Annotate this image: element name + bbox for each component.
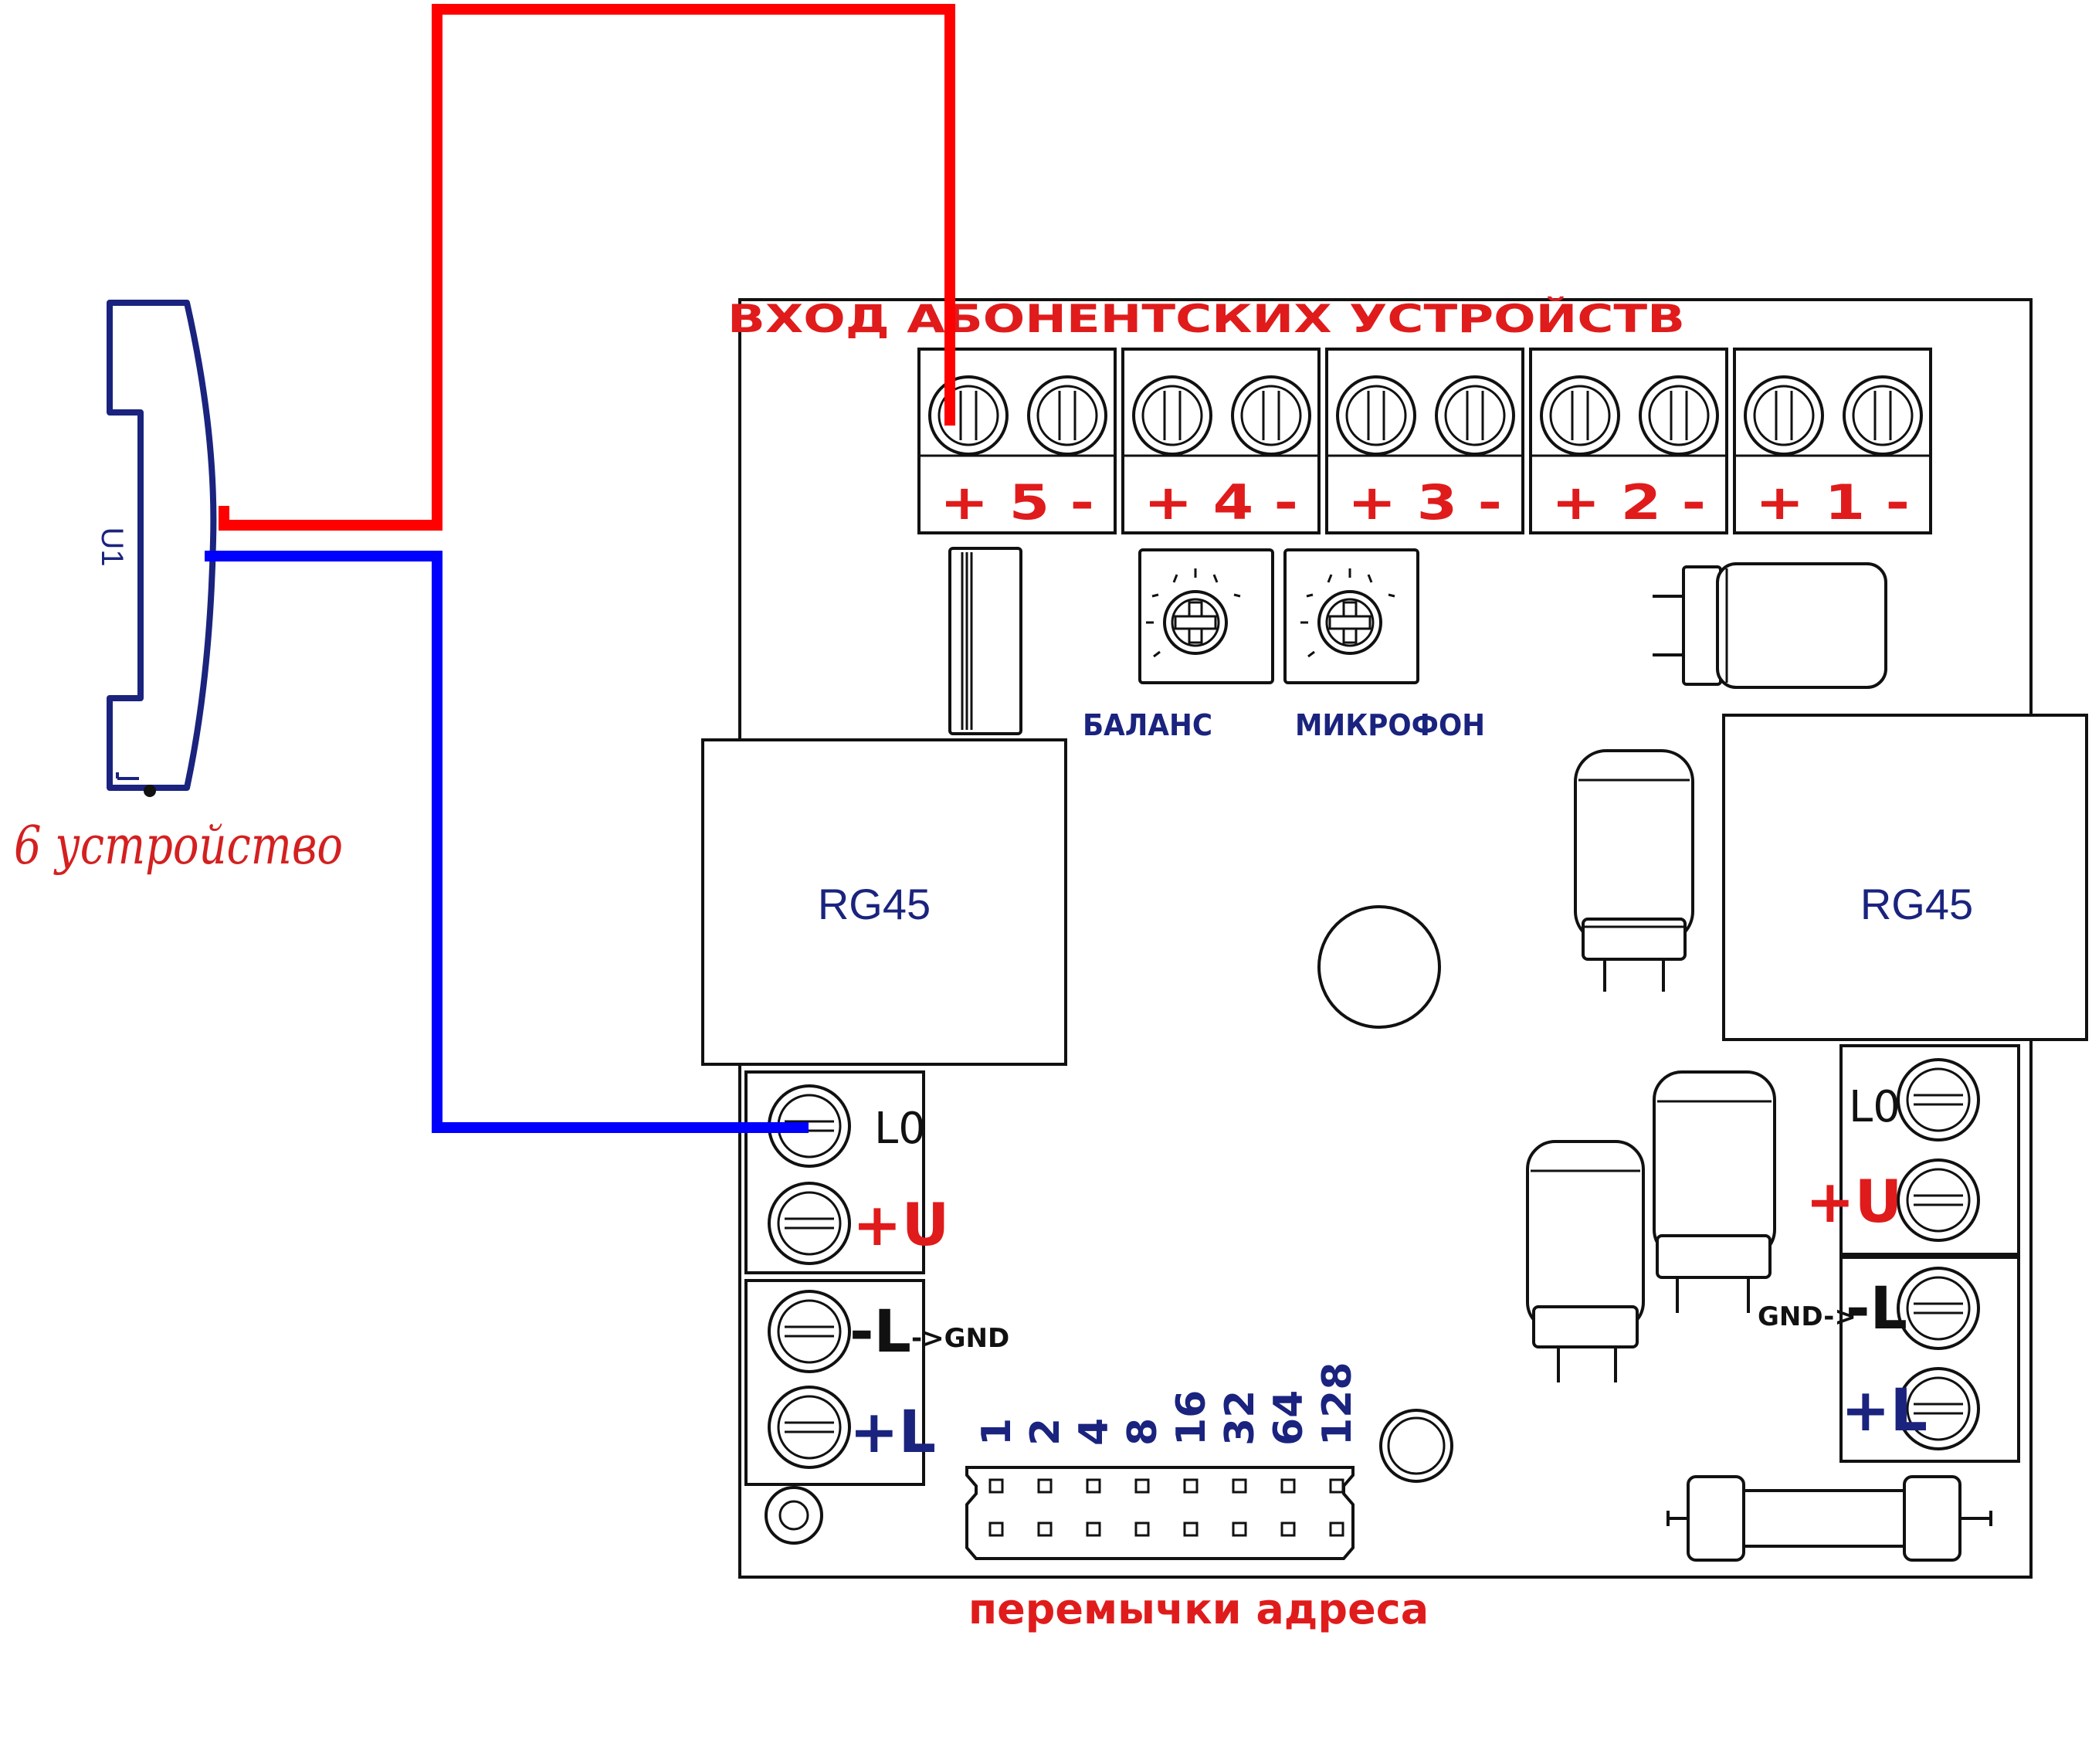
jumper-pin[interactable] (988, 1478, 1004, 1494)
screw-terminal-icon (1897, 1267, 1980, 1350)
jumper-pin[interactable] (1037, 1521, 1053, 1537)
device-pin-dot (144, 785, 156, 797)
jumper-pin[interactable] (988, 1521, 1004, 1537)
vertical-component-icon (948, 547, 1022, 735)
screw-terminal-icon (1897, 1367, 1980, 1450)
address-bit-label: 16 (1168, 1390, 1215, 1446)
address-bit-label: 1 (974, 1418, 1020, 1446)
address-bit-label: 4 (1071, 1418, 1117, 1446)
screw-terminal-icon (1132, 375, 1212, 456)
jumper-pin[interactable] (1086, 1478, 1101, 1494)
rj45-left-connector[interactable] (701, 738, 1067, 1066)
red-wire (219, 4, 955, 531)
screw-terminal-icon (1540, 375, 1620, 456)
address-bit-label: 64 (1266, 1390, 1312, 1446)
screw-terminal-icon (1639, 375, 1719, 456)
right-terminal-block-upper (1839, 1044, 2020, 1256)
jumper-pin[interactable] (1232, 1478, 1247, 1494)
jumper-pin[interactable] (1183, 1478, 1199, 1494)
left-gnd-note: ->GND (911, 1323, 1009, 1354)
terminal-label-5: + 5 - (940, 474, 1094, 531)
terminal-label-4: + 4 - (1144, 474, 1298, 531)
device-caption: 6 устройство (14, 816, 343, 877)
vertical-capacitor-icon (1653, 1070, 1776, 1313)
jumper-pin[interactable] (1037, 1478, 1053, 1494)
vertical-capacitor-icon (1526, 1140, 1645, 1382)
screw-terminal-icon (768, 1386, 851, 1469)
address-bit-label: 8 (1120, 1418, 1166, 1446)
screw-terminal-icon (1897, 1058, 1980, 1142)
buzzer-icon (1317, 905, 1441, 1029)
terminal-block-3 (1325, 348, 1524, 534)
rj45-right-connector[interactable] (1722, 714, 2088, 1041)
screw-terminal-icon (1027, 375, 1107, 456)
jumper-pin[interactable] (1232, 1521, 1247, 1537)
left-l0-label: L0 (874, 1104, 926, 1154)
left-plus-l-label: +L (849, 1397, 936, 1466)
jumper-pin[interactable] (1086, 1521, 1101, 1537)
microphone-potentiometer[interactable] (1283, 548, 1419, 684)
terminal-label-2: + 2 - (1551, 474, 1706, 531)
left-minus-l-label: -L (849, 1297, 911, 1365)
rj45-left-label: RG45 (818, 880, 931, 928)
jumper-pin[interactable] (1134, 1521, 1150, 1537)
board-header-title: ВХОД АБОНЕНТСКИХ УСТРОЙСТВ (727, 296, 1685, 341)
screw-terminal-icon (1843, 375, 1923, 456)
left-plus-u-label: +U (853, 1190, 949, 1259)
address-bit-label: 32 (1217, 1390, 1263, 1446)
jumper-pin[interactable] (1329, 1478, 1344, 1494)
left-terminal-block-upper (744, 1070, 925, 1274)
jumper-pins (988, 1478, 1344, 1537)
device-ref-label: U1 (95, 527, 129, 566)
screw-terminal-icon (768, 1290, 851, 1373)
jumper-pin[interactable] (1183, 1521, 1199, 1537)
terminal-label-1: + 1 - (1755, 474, 1910, 531)
jumper-pin[interactable] (1329, 1521, 1344, 1537)
terminal-block-2 (1529, 348, 1728, 534)
balance-label: БАЛАНС (1083, 708, 1212, 742)
jumper-pin[interactable] (1134, 1478, 1150, 1494)
screw-terminal-icon (1897, 1158, 1980, 1242)
rj45-right-label: RG45 (1860, 880, 1973, 928)
screw-terminal-icon (1231, 375, 1311, 456)
right-terminal-block-lower (1839, 1256, 2020, 1463)
screw-terminal-icon (1336, 375, 1416, 456)
balance-potentiometer[interactable] (1138, 548, 1274, 684)
right-gnd-note: GND-> (1758, 1301, 1856, 1332)
screw-terminal-icon (768, 1182, 851, 1265)
address-jumper-header[interactable] (965, 1466, 1355, 1560)
screw-terminal-icon (928, 375, 1009, 456)
horizontal-capacitor-icon (1653, 562, 1887, 689)
handset-device-u1 (107, 300, 217, 797)
led-icon (1379, 1409, 1453, 1483)
right-plus-l-label: +L (1841, 1376, 1928, 1444)
terminal-block-1 (1733, 348, 1932, 534)
jumper-pin[interactable] (1280, 1521, 1296, 1537)
right-plus-u-label: +U (1805, 1167, 1902, 1236)
mounting-hole-icon (765, 1486, 823, 1545)
jumper-pin[interactable] (1280, 1478, 1296, 1494)
microphone-label: МИКРОФОН (1295, 708, 1485, 742)
screw-terminal-icon (1435, 375, 1515, 456)
left-terminal-block-lower (744, 1279, 925, 1486)
fuse-icon (1666, 1475, 1992, 1562)
right-minus-l-label: -L (1846, 1274, 1907, 1342)
terminal-label-3: + 3 - (1348, 474, 1502, 531)
blue-wire (205, 551, 809, 1133)
address-bit-label: 2 (1022, 1418, 1069, 1446)
screw-terminal-icon (1744, 375, 1824, 456)
address-jumpers-caption: перемычки адреса (968, 1585, 1429, 1633)
address-bit-label: 128 (1314, 1362, 1361, 1446)
right-l0-label: L0 (1849, 1082, 1900, 1132)
terminal-block-4 (1121, 348, 1321, 534)
vertical-capacitor-icon (1574, 749, 1694, 992)
